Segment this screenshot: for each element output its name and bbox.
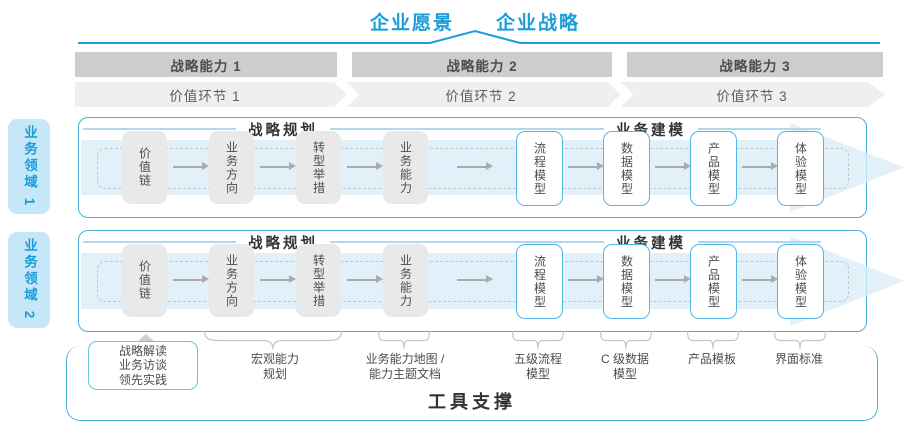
value-link-label-3: 价值环节 3 [716, 88, 788, 104]
flow-arrow-icon [347, 163, 383, 170]
node-transformation-initiative: 转型举措 [296, 244, 341, 317]
header-line [83, 241, 236, 243]
annotation-line: 领先实践 [118, 372, 167, 387]
node-business-direction: 业务方向 [209, 244, 254, 317]
node-experience-model: 体验模型 [777, 244, 824, 319]
node-value-chain: 价值链 [122, 131, 167, 204]
dashed-pipeline-track [97, 261, 849, 302]
chevron-right-icon [333, 82, 360, 107]
capability-band-3: 战略能力 3 [627, 52, 883, 77]
header-line [481, 128, 604, 130]
annotation-line: 战略解读 [118, 343, 167, 358]
node-process-model: 流程模型 [516, 244, 563, 319]
flow-arrow-icon [568, 163, 604, 170]
header-line [481, 241, 604, 243]
node-data-model: 数据模型 [603, 131, 650, 206]
header-line [698, 241, 821, 243]
brace-icon [378, 331, 430, 350]
node-value-chain: 价值链 [122, 244, 167, 317]
annotation-line: 业务访谈 [118, 358, 167, 373]
value-link-label-1: 价值环节 1 [169, 88, 241, 104]
header-line [330, 128, 483, 130]
title-strategy: 企业战略 [496, 13, 581, 34]
annotation-ui-standard: 界面标准 [774, 352, 823, 366]
header-line [330, 241, 483, 243]
flow-arrow-icon [655, 163, 691, 170]
flow-arrow-icon [173, 163, 209, 170]
value-chain-band [75, 82, 885, 107]
brace-icon [600, 331, 652, 350]
annotation-product-template: 产品模板 [687, 352, 736, 366]
flow-arrow-icon [742, 163, 778, 170]
node-transformation-initiative: 转型举措 [296, 131, 341, 204]
domain-tab-1: 业务领域 1 [8, 119, 50, 214]
node-data-model: 数据模型 [603, 244, 650, 319]
annotation-level5-process-model: 五级流程 模型 [513, 352, 562, 381]
dashed-pipeline-track [97, 148, 849, 189]
value-link-label-2: 价值环节 2 [445, 88, 517, 104]
brace-icon [512, 331, 564, 350]
node-product-model: 产品模型 [690, 244, 737, 319]
header-line [83, 128, 236, 130]
brace-icon [774, 331, 826, 350]
flow-arrow-icon [260, 163, 296, 170]
annotation-c-level-data-model: C 级数据 模型 [600, 352, 649, 381]
brace-icon [687, 331, 739, 350]
header-line [698, 128, 821, 130]
annotation-capability-map: 业务能力地图 / 能力主题文档 [365, 352, 445, 381]
capability-band-1: 战略能力 1 [75, 52, 337, 77]
domain-tab-1-label: 业务领域 1 [22, 124, 37, 209]
annotation-strategy-sources: 战略解读 业务访谈 领先实践 [88, 341, 198, 390]
business-domain-row-2: 战略规划 业务建模 价值链 业务方向 转型举措 业务能力 流程模型 数据模型 产… [78, 230, 904, 332]
node-business-direction: 业务方向 [209, 131, 254, 204]
business-domain-row-1: 战略规划 业务建模 价值链 业务方向 转型举措 业务能力 流程模型 数据模型 产… [78, 117, 904, 218]
chevron-right-icon [607, 82, 634, 107]
flow-arrow-icon [742, 276, 778, 283]
node-process-model: 流程模型 [516, 131, 563, 206]
domain-tab-2-label: 业务领域 2 [22, 238, 37, 322]
flow-arrow-icon [655, 276, 691, 283]
node-business-capability: 业务能力 [383, 131, 428, 204]
flow-arrow-icon [457, 163, 493, 170]
flow-arrow-icon [260, 276, 296, 283]
node-product-model: 产品模型 [690, 131, 737, 206]
page-title: 企业愿景 企业战略 [170, 8, 780, 35]
tools-support-container: 工具支撑 [66, 346, 878, 421]
annotation-macro-capability-planning: 宏观能力 规划 [250, 352, 299, 381]
flow-arrow-icon [457, 276, 493, 283]
node-business-capability: 业务能力 [383, 244, 428, 317]
flow-arrow-icon [347, 276, 383, 283]
domain-tab-2: 业务领域 2 [8, 232, 50, 328]
title-vision: 企业愿景 [369, 13, 454, 34]
flow-arrow-icon [173, 276, 209, 283]
flow-arrow-icon [568, 276, 604, 283]
brace-icon [203, 331, 343, 350]
title-underline-peak [78, 29, 880, 44]
node-experience-model: 体验模型 [777, 131, 824, 206]
tools-support-label: 工具支撑 [428, 392, 516, 412]
capability-band-2: 战略能力 2 [352, 52, 612, 77]
